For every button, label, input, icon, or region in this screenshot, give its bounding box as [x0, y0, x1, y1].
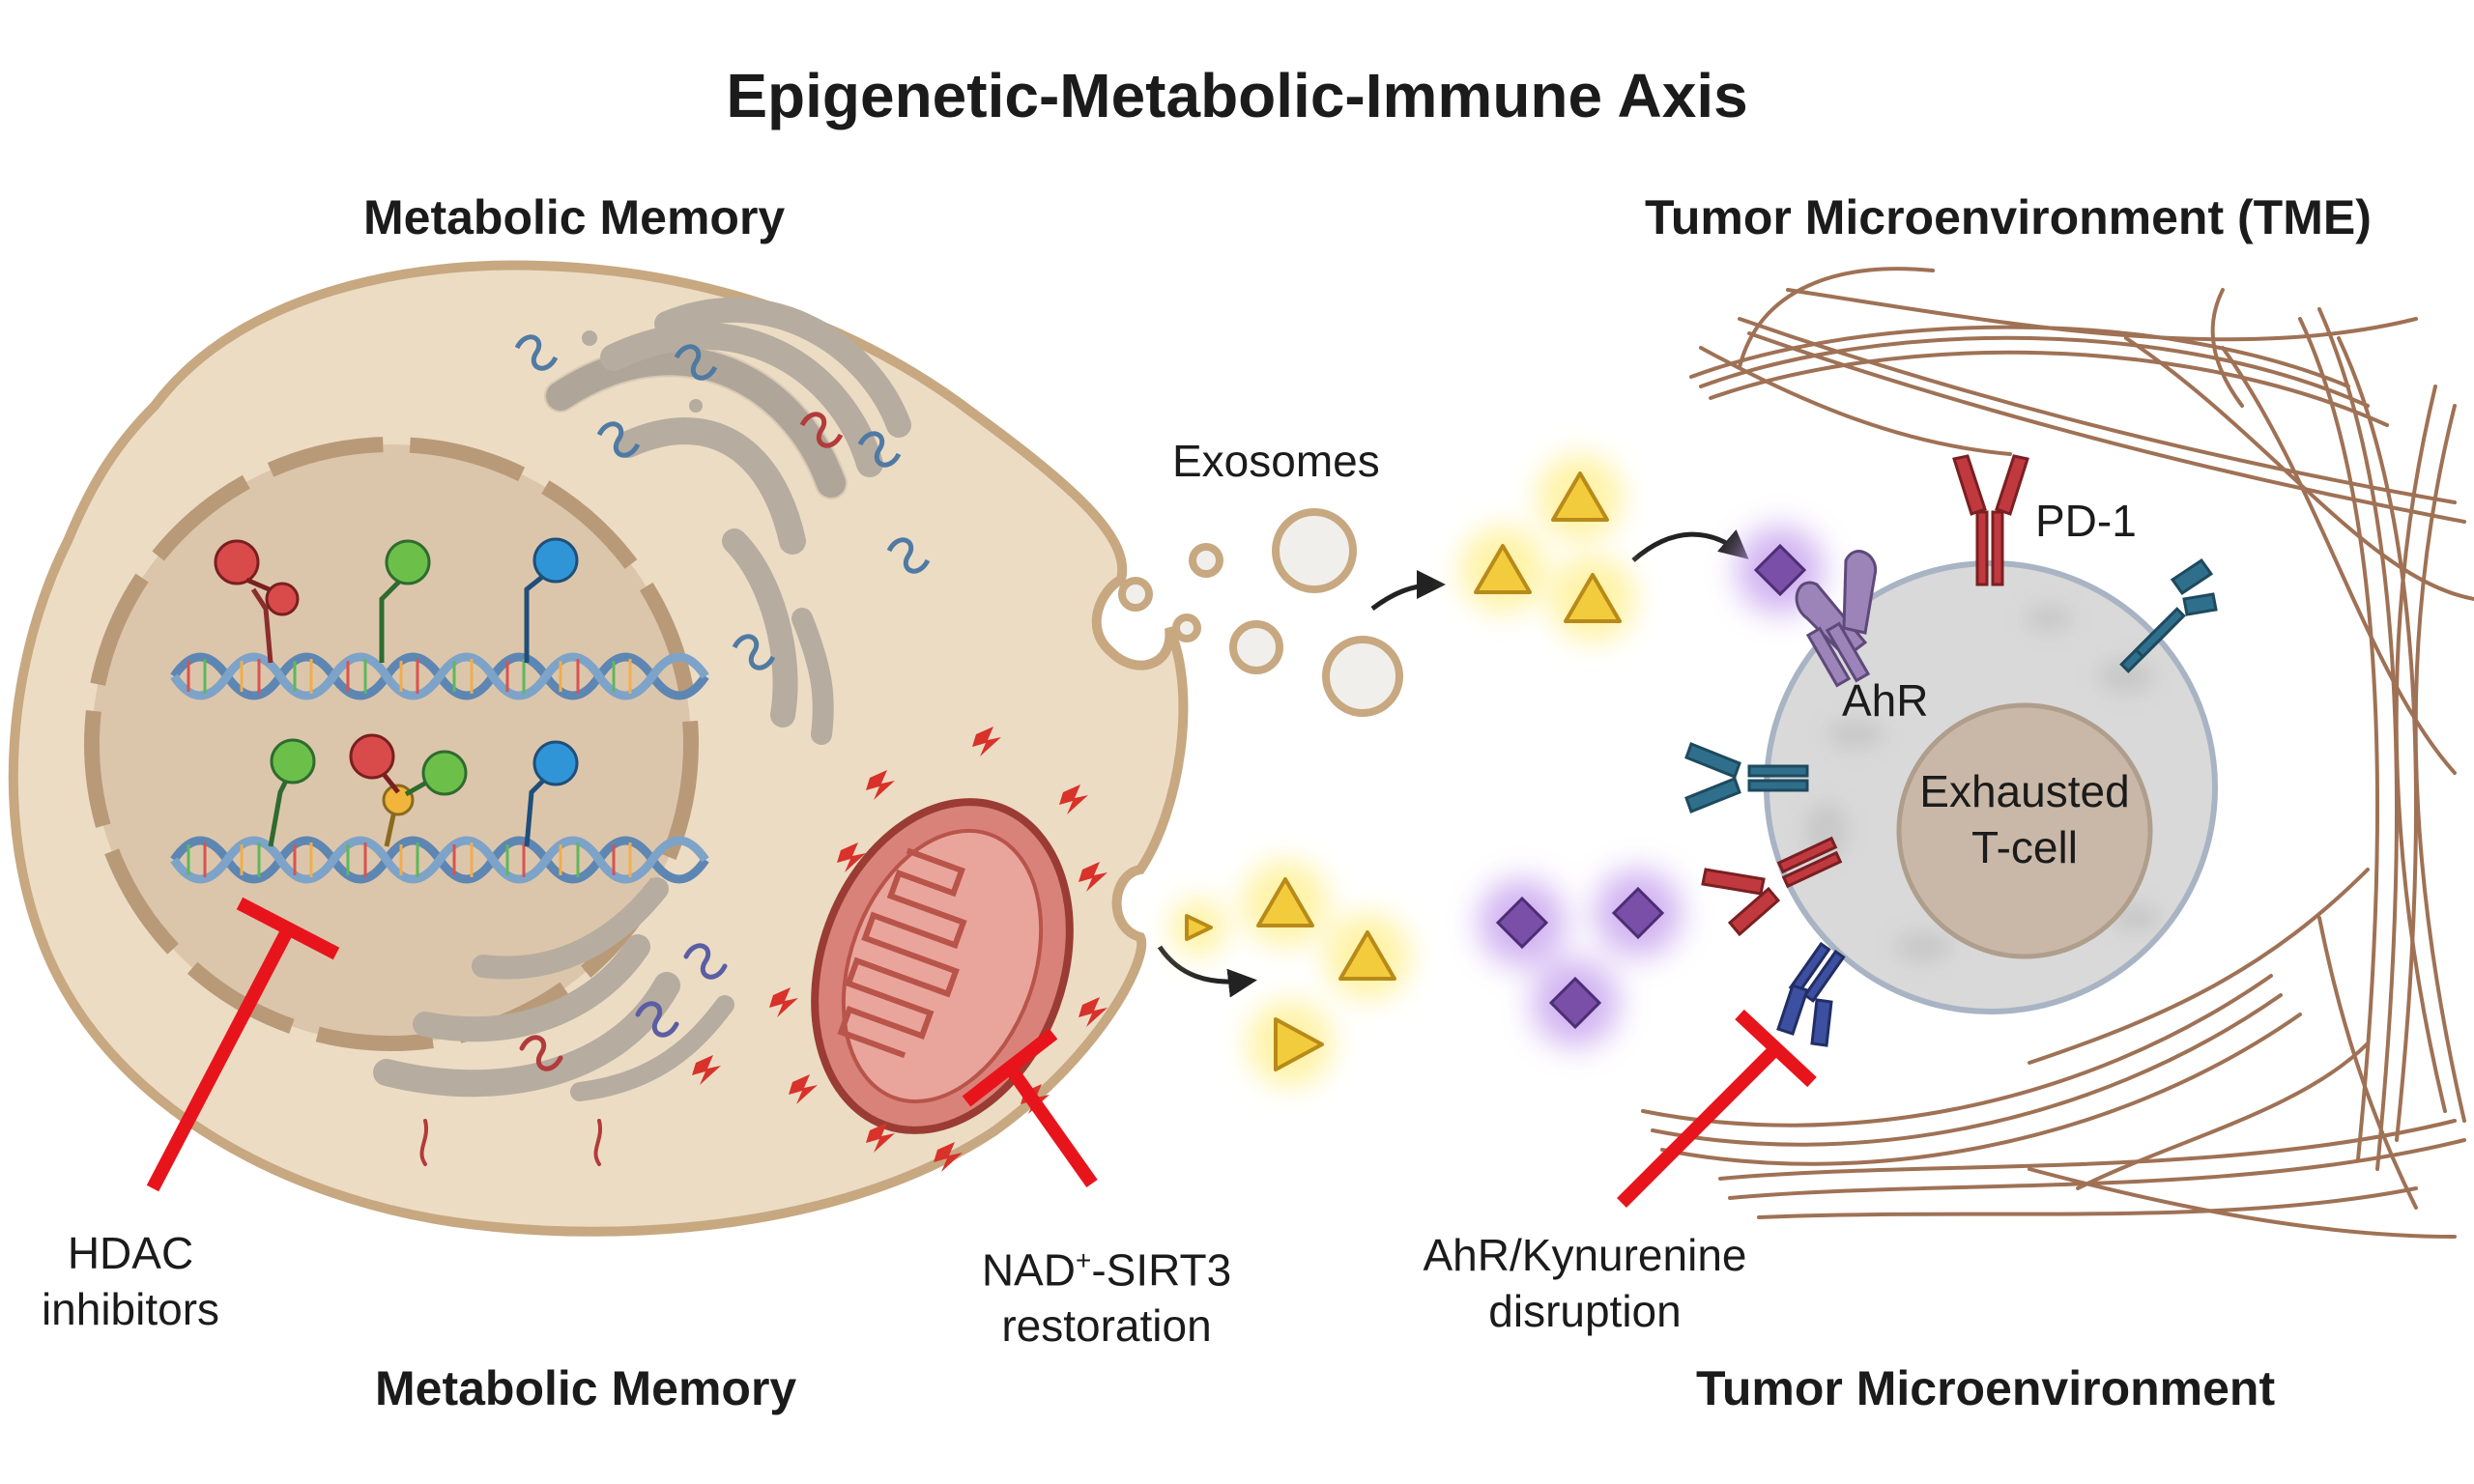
exhausted-t-cell — [1764, 560, 2218, 1014]
dna-strand-upper — [170, 652, 709, 700]
receptor-red-left — [1701, 836, 1843, 937]
metabolite-triangles — [1169, 454, 1636, 1087]
nucleus — [84, 437, 699, 1051]
ahr-kynurenine-inhibitor-symbol — [1617, 1009, 1817, 1208]
collagen-fibers — [1641, 267, 2474, 1239]
ahr-kynurenine-label: AhR/Kynurenine disruption — [1382, 1227, 1788, 1339]
nad-sirt3-inhibitor-symbol — [962, 1028, 1098, 1188]
t-cell-nucleus — [1896, 702, 2153, 959]
heading-tme-top: Tumor Microenvironment (TME) — [1645, 190, 2372, 244]
ahr-kynurenine-line-1: AhR/Kynurenine — [1423, 1230, 1747, 1280]
kynurenine-diamonds — [1479, 527, 1824, 1046]
hdac-label-line-2: inhibitors — [41, 1284, 220, 1334]
hdac-inhibitors-label: HDAC inhibitors — [10, 1225, 251, 1337]
ahr-receptor — [1795, 550, 1878, 688]
nad-text: NAD — [981, 1244, 1076, 1296]
pd-1-receptor — [1952, 454, 2029, 586]
hdac-inhibitor-symbol — [146, 897, 340, 1192]
receptor-indigo-lower — [1776, 941, 1846, 1047]
nad-sirt3-label: NAD+-SIRT3 restoration — [942, 1233, 1271, 1354]
mitochondrion — [811, 798, 1074, 1134]
ahr-ligand-arrow — [1631, 528, 1749, 562]
nad-label-line-2: restoration — [1001, 1300, 1212, 1352]
heading-metabolic-memory-top: Metabolic Memory — [363, 190, 786, 244]
diagram-title: Epigenetic-Metabolic-Immune Axis — [726, 61, 1748, 130]
heading-tme-bottom: Tumor Microenvironment — [1696, 1361, 2276, 1415]
t-cell-label-line-2: T-cell — [1971, 822, 2078, 872]
endoplasmic-reticulum-lower — [373, 877, 734, 1166]
endoplasmic-reticulum-upper — [544, 297, 911, 745]
sirt3-text: -SIRT3 — [1091, 1244, 1232, 1296]
exosome-arrow — [1370, 570, 1446, 612]
ahr-label: AhR — [1842, 675, 1929, 726]
metabolic-memory-cell — [8, 260, 1189, 1237]
pd-1-label: PD-1 — [2035, 496, 2137, 546]
exosomes-label: Exosomes — [1172, 436, 1380, 486]
metabolite-arrow — [1157, 945, 1257, 998]
hdac-label-line-1: HDAC — [67, 1228, 194, 1278]
epigenetic-marks — [214, 537, 579, 847]
ahr-kynurenine-line-2: disruption — [1488, 1286, 1682, 1336]
nad-label-line-1: NAD+-SIRT3 — [942, 1233, 1271, 1298]
t-cell-label-line-1: Exhausted — [1919, 766, 2130, 816]
heading-metabolic-memory-bottom: Metabolic Memory — [375, 1361, 797, 1415]
ribosome-squiggles — [514, 330, 931, 671]
receptor-teal-left — [1684, 742, 1809, 813]
exosome-vesicles — [1118, 508, 1403, 717]
t-cell-label: Exhausted T-cell — [1889, 763, 2160, 875]
nad-superscript: + — [1075, 1245, 1092, 1275]
dna-strand-lower — [170, 836, 709, 884]
receptor-teal-upper — [2119, 557, 2218, 673]
